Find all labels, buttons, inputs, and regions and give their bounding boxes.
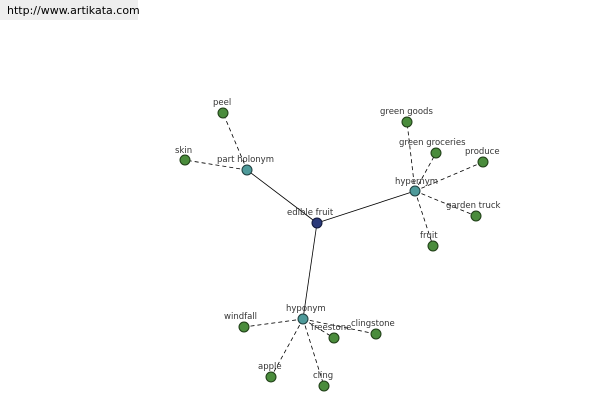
label-windfall: windfall (224, 312, 257, 322)
node-apple[interactable] (265, 371, 277, 383)
label-hypernym: hypernym (395, 177, 438, 187)
edge-center-hypernym (316, 190, 416, 224)
node-windfall[interactable] (238, 321, 250, 333)
node-green-groceries[interactable] (430, 147, 442, 159)
label-green-groceries: green groceries (399, 138, 466, 148)
label-produce: produce (465, 147, 500, 157)
node-part-holonym[interactable] (241, 164, 253, 176)
label-cling: cling (313, 371, 333, 381)
node-hypernym[interactable] (409, 185, 421, 197)
label-apple: apple (258, 362, 282, 372)
node-edible-fruit[interactable] (311, 217, 323, 229)
node-peel[interactable] (217, 107, 229, 119)
label-green-goods: green goods (380, 107, 433, 117)
node-cling[interactable] (318, 380, 330, 392)
label-edible-fruit: edible fruit (287, 208, 334, 218)
edge-hyponym-freestone (302, 318, 335, 339)
label-garden-truck: garden truck (446, 201, 501, 211)
edge-hyponym-cling (302, 318, 325, 387)
edge-part-holonym-skin (184, 159, 248, 171)
edge-center-hyponym (302, 222, 318, 320)
edge-hypernym-fruit (414, 190, 434, 247)
edge-center-part-holonym (246, 169, 318, 224)
edge-part-holonym-peel (222, 112, 248, 171)
node-hyponym[interactable] (297, 313, 309, 325)
edge-hypernym-garden-truck (414, 190, 477, 217)
node-fruit[interactable] (427, 240, 439, 252)
edge-hyponym-windfall (243, 318, 304, 328)
edge-hypernym-green-groceries (414, 152, 437, 192)
watermark-bar: http://www.artikata.com (0, 0, 140, 20)
label-clingstone: clingstone (351, 319, 395, 329)
label-skin: skin (175, 146, 192, 156)
label-freestone: freestone (311, 323, 351, 333)
label-peel: peel (213, 98, 231, 108)
node-clingstone[interactable] (370, 328, 382, 340)
node-freestone[interactable] (328, 332, 340, 344)
label-hyponym: hyponym (286, 304, 326, 314)
node-skin[interactable] (179, 154, 191, 166)
edge-hypernym-green-goods (406, 121, 416, 192)
edge-hyponym-clingstone (302, 318, 377, 335)
node-green-goods[interactable] (401, 116, 413, 128)
edge-hypernym-produce (414, 161, 484, 192)
watermark-url[interactable]: http://www.artikata.com (7, 4, 140, 17)
node-produce[interactable] (477, 156, 489, 168)
label-fruit: fruit (420, 231, 438, 241)
node-garden-truck[interactable] (470, 210, 482, 222)
label-part-holonym: part holonym (217, 155, 274, 165)
